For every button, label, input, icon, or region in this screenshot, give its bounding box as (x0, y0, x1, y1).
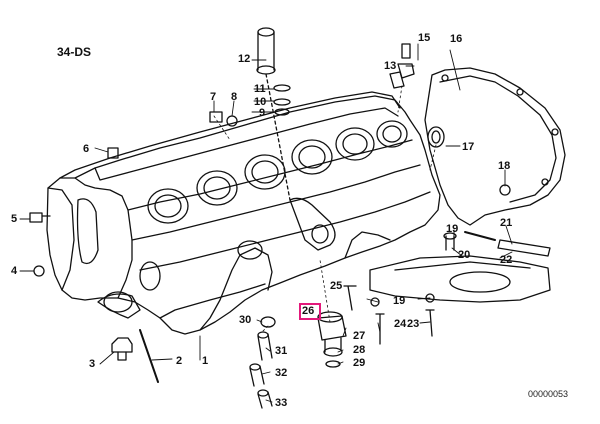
callout-24[interactable]: 24 (394, 318, 407, 330)
callout-7[interactable]: 7 (210, 91, 217, 103)
callout-11[interactable]: 11 (254, 83, 266, 95)
dash-lines (213, 85, 437, 333)
callout-18[interactable]: 18 (498, 160, 511, 172)
callout-13[interactable]: 13 (384, 60, 397, 72)
leader-lines (19, 43, 513, 403)
engine-mounts (111, 184, 551, 383)
rear-seal (427, 126, 445, 148)
callout-16[interactable]: 16 (450, 33, 463, 45)
callout-3[interactable]: 3 (89, 358, 96, 370)
callout-28[interactable]: 28 (353, 344, 366, 356)
callout-30[interactable]: 30 (239, 314, 252, 326)
callout-31[interactable]: 31 (275, 345, 288, 357)
callout-19-lower[interactable]: 19 (393, 295, 406, 307)
callout-29[interactable]: 29 (353, 357, 366, 369)
callout-19-upper[interactable]: 19 (446, 223, 459, 235)
callout-9[interactable]: 9 (259, 107, 266, 119)
front-cover-openings (76, 198, 161, 319)
callout-32[interactable]: 32 (275, 367, 288, 379)
selected-part-highlight (299, 303, 321, 320)
coolant-pipe-assembly (256, 27, 291, 201)
callout-21[interactable]: 21 (500, 217, 513, 229)
callout-27[interactable]: 27 (353, 330, 366, 342)
callout-33[interactable]: 33 (275, 397, 288, 409)
callout-4[interactable]: 4 (11, 265, 18, 277)
engine-block-outline (46, 91, 441, 335)
callout-23[interactable]: 23 (407, 318, 420, 330)
callout-20[interactable]: 20 (458, 249, 471, 261)
diagram-reference-number: 00000053 (528, 389, 569, 399)
callout-12[interactable]: 12 (238, 53, 251, 65)
oil-filter-head (317, 311, 347, 368)
callout-6[interactable]: 6 (83, 143, 90, 155)
callout-15[interactable]: 15 (418, 32, 431, 44)
crankcase-flange (159, 197, 391, 331)
cylinder-bores (147, 120, 408, 224)
callout-22[interactable]: 22 (500, 254, 513, 266)
sleeves-and-dowels (249, 316, 276, 409)
callout-1[interactable]: 1 (202, 355, 209, 367)
callout-2[interactable]: 2 (176, 355, 183, 367)
rear-seal-carrier (424, 67, 566, 226)
callout-8[interactable]: 8 (231, 91, 238, 103)
callout-17[interactable]: 17 (462, 141, 475, 153)
callout-10[interactable]: 10 (254, 96, 267, 108)
callout-25[interactable]: 25 (330, 280, 343, 292)
callout-26[interactable]: 26 (302, 305, 315, 317)
model-code: 34-DS (57, 45, 92, 59)
callout-5[interactable]: 5 (11, 213, 18, 225)
